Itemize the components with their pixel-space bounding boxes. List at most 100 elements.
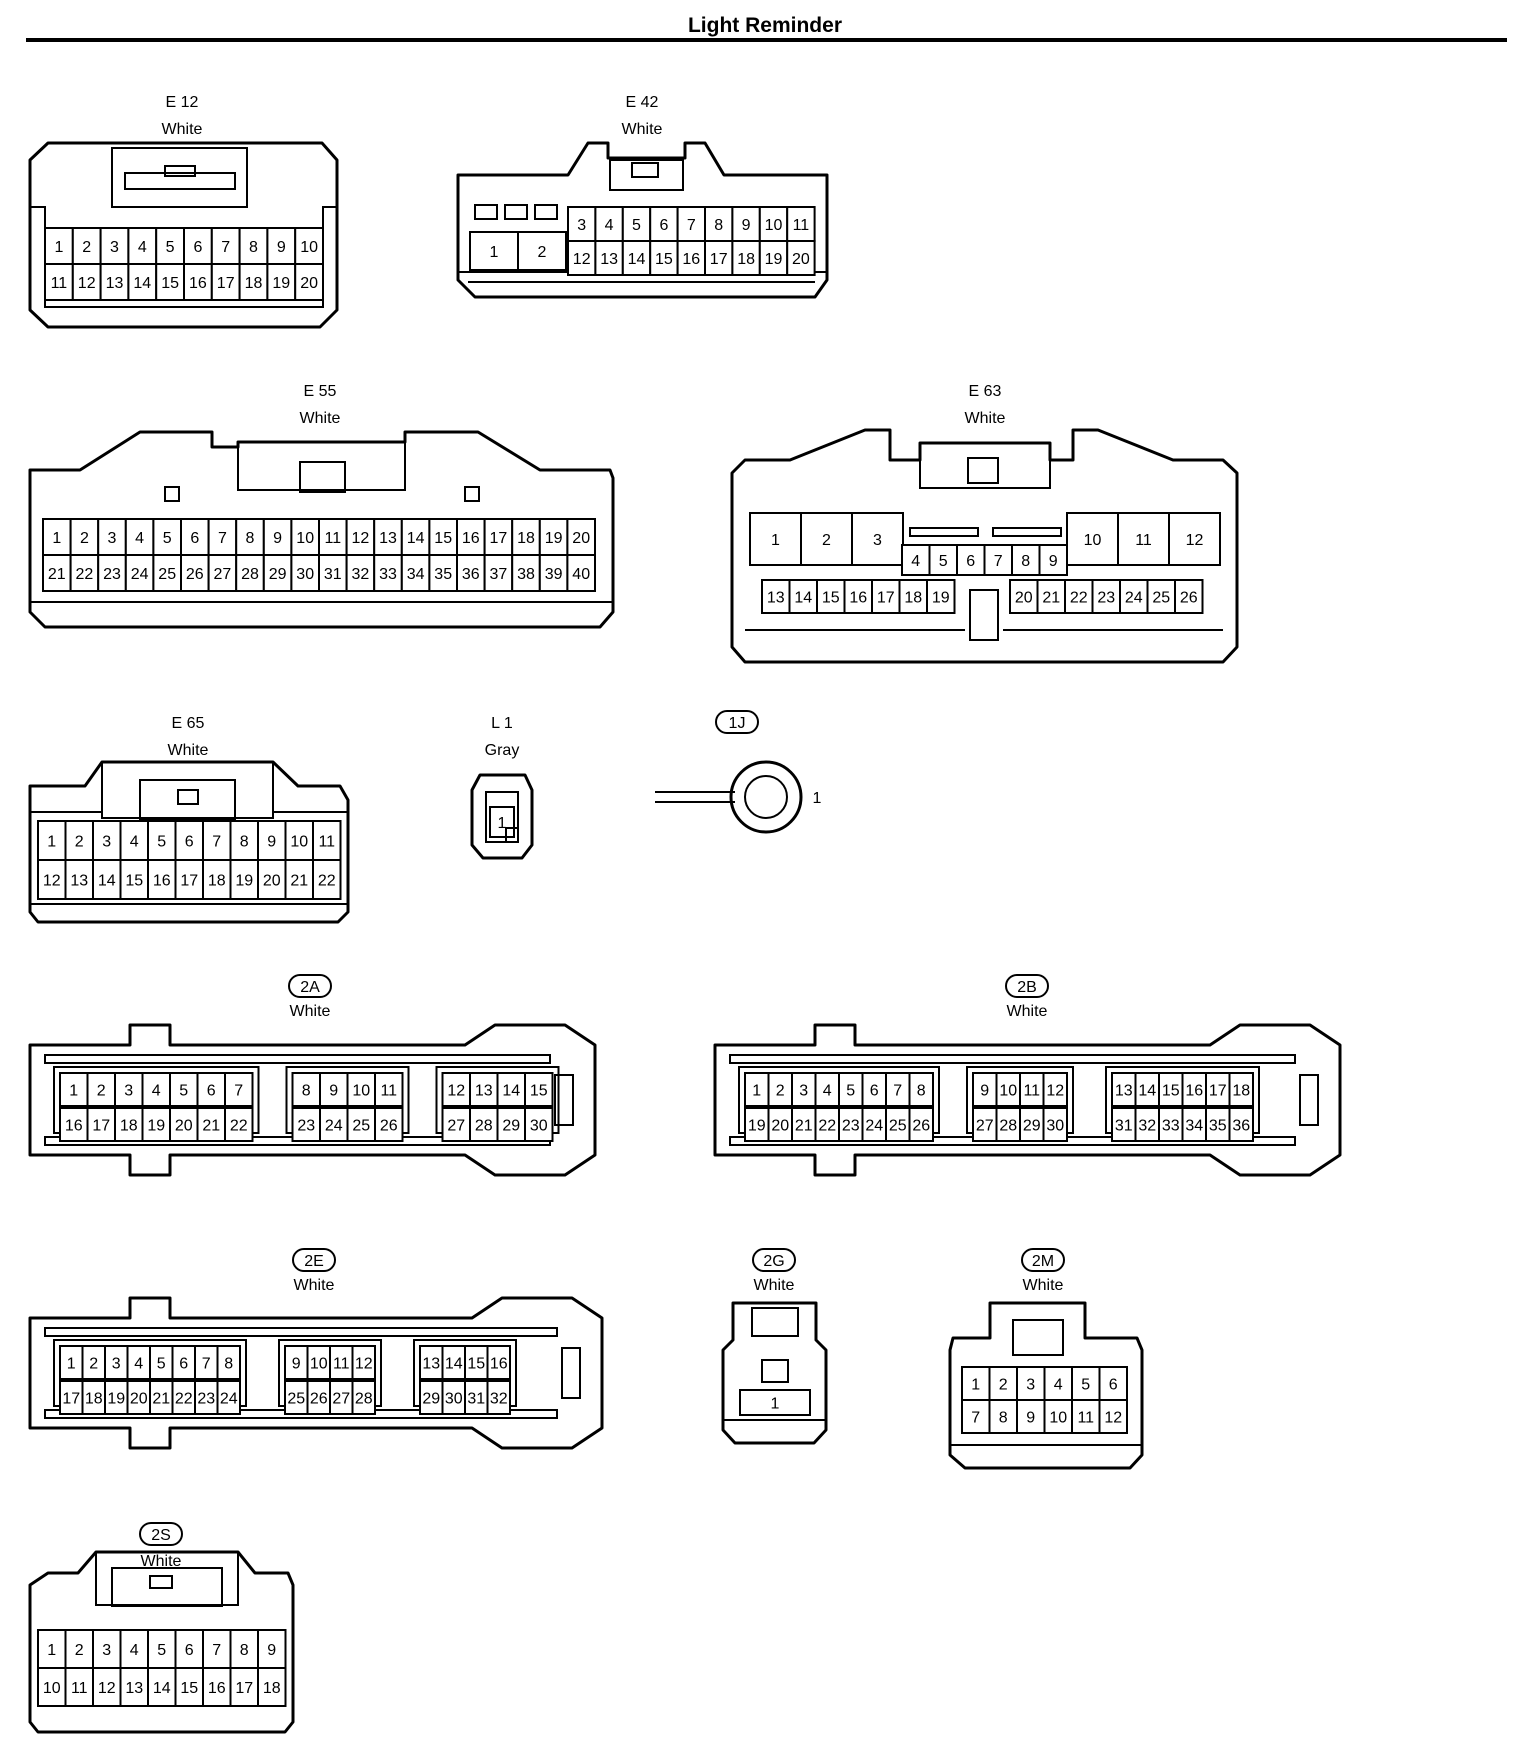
pin-number: 4 — [911, 553, 920, 570]
housing-detail — [561, 1347, 581, 1399]
pin-number: 14 — [407, 530, 425, 547]
pin-cavity: 29 — [262, 554, 293, 592]
connector-color: White — [290, 1003, 331, 1020]
pin-cell — [257, 859, 287, 900]
pin-number: 21 — [1042, 590, 1060, 607]
pin-cavity: 15 — [464, 1345, 489, 1380]
pin-cavity: 10 — [346, 1072, 376, 1107]
pin-cavity: 28 — [469, 1107, 499, 1142]
pin-number: 3 — [1026, 1377, 1035, 1394]
pin-cavity: 9 — [1016, 1399, 1046, 1434]
pin-cavity: 6 — [196, 1072, 226, 1107]
connector-code-badge — [752, 1248, 796, 1272]
pin-number: 19 — [765, 251, 783, 268]
pin-cavity: 26 — [1174, 579, 1204, 614]
pin-cell — [1228, 1107, 1254, 1142]
pin-cell — [441, 1107, 471, 1142]
pin-cavity: 3 — [99, 227, 130, 265]
pin-number: 10 — [300, 239, 318, 256]
pin-cavity: 6 — [183, 227, 213, 265]
pin-cell — [496, 1072, 526, 1107]
pin-cavity: 5 — [838, 1072, 864, 1107]
pin-number: 2 — [822, 532, 831, 549]
pin-number: 14 — [502, 1083, 520, 1100]
pin-cell — [621, 206, 652, 242]
pin-number: 16 — [189, 275, 207, 292]
pin-cavity: 17 — [704, 240, 734, 276]
pin-cavity: 31 — [318, 554, 348, 592]
pin-cell — [441, 1072, 471, 1107]
pin-number: 22 — [76, 566, 94, 583]
pin-cell — [486, 1380, 511, 1415]
pin-cell — [216, 1380, 241, 1415]
pin-number: 5 — [939, 553, 948, 570]
pin-number: 18 — [737, 251, 755, 268]
pin-number: 14 — [153, 1680, 171, 1697]
pin-cavity: 24 — [216, 1380, 241, 1415]
pin-number: 9 — [267, 834, 276, 851]
housing-detail — [761, 1359, 789, 1383]
connector-code-badge — [139, 1522, 183, 1546]
pin-number: 6 — [179, 1356, 188, 1373]
pin-cavity: 13 — [373, 518, 403, 556]
pin-number: 8 — [999, 1410, 1008, 1427]
pin-number: 3 — [108, 530, 117, 547]
pin-cavity: 7 — [224, 1072, 254, 1107]
pin-cell — [908, 1107, 934, 1142]
housing-detail — [139, 779, 236, 821]
pin-number: 1 — [971, 1377, 980, 1394]
pin-cell — [486, 1345, 511, 1380]
connector-code: 2M — [1032, 1253, 1054, 1270]
pin-cavity: 10 — [290, 518, 320, 556]
pin-cavity: 7 — [210, 227, 241, 265]
pin-number: 7 — [202, 1356, 211, 1373]
pin-cell — [538, 518, 569, 556]
pin-cavity: 2 — [800, 512, 853, 566]
pin-number: 2 — [999, 1377, 1008, 1394]
connector-code: E 63 — [969, 383, 1002, 400]
pin-number: 12 — [573, 251, 591, 268]
pin-cavity: 14 — [400, 518, 431, 556]
pin-cavity: 34 — [1181, 1107, 1207, 1142]
pin-cavity: 19 — [229, 859, 259, 900]
pin-cell — [456, 554, 486, 592]
pin-cavity: 32 — [345, 554, 376, 592]
pin-cell — [749, 512, 802, 566]
pin-cell — [86, 1107, 116, 1142]
connector-code: E 65 — [172, 715, 205, 732]
pin-cell — [224, 1072, 254, 1107]
connector-code: 2A — [300, 979, 320, 996]
pin-number: 26 — [310, 1391, 328, 1408]
pin-number: 9 — [742, 217, 751, 234]
pin-cavity: 1 — [59, 1072, 89, 1107]
pin-cavity: 11 — [1117, 512, 1170, 566]
pin-number: 29 — [502, 1118, 520, 1135]
pin-cavity: 18 — [257, 1667, 287, 1707]
pin-cell — [64, 1667, 94, 1707]
pin-number: 32 — [1138, 1118, 1156, 1135]
pin-number: 6 — [190, 530, 199, 547]
pin-cavity: 7 — [194, 1345, 219, 1380]
pin-cell — [676, 240, 706, 276]
pin-cavity: 14 — [441, 1345, 466, 1380]
pin-number: 13 — [767, 590, 785, 607]
pin-number: 15 — [655, 251, 673, 268]
pin-cavity: 4 — [594, 206, 624, 242]
pin-cell — [1042, 1107, 1068, 1142]
pin-number: 19 — [932, 590, 950, 607]
pin-number: 11 — [71, 1680, 88, 1697]
pin-cavity: 19 — [104, 1380, 129, 1415]
pin-number: 17 — [1209, 1083, 1227, 1100]
pin-number: 10 — [290, 834, 308, 851]
pin-cell — [229, 1629, 259, 1669]
pin-number: 7 — [234, 1083, 243, 1100]
pin-cavity: 10 — [1043, 1399, 1073, 1434]
pin-cavity: 9 — [319, 1072, 349, 1107]
pin-cell — [224, 1107, 254, 1142]
pin-cell — [800, 512, 853, 566]
pin-cavity: 14 — [788, 579, 818, 614]
pin-cavity: 30 — [290, 554, 320, 592]
pin-cavity: 11 — [318, 518, 348, 556]
